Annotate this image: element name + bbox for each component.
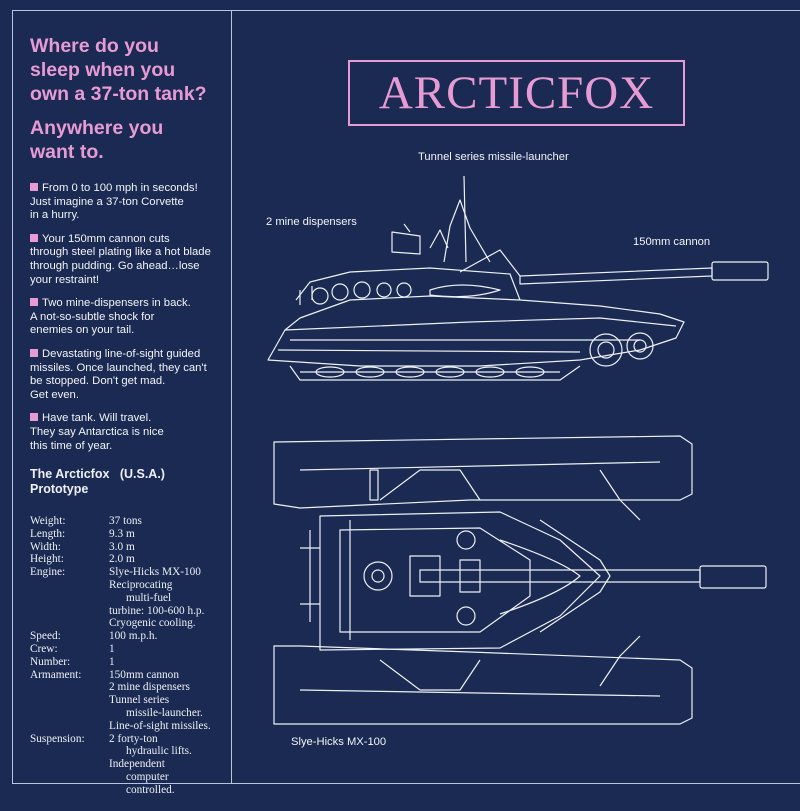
track-wheels (315, 366, 545, 378)
spec-row: Crew: 1 (30, 643, 230, 656)
column-divider (231, 10, 232, 783)
spec-key: Crew: (30, 643, 58, 656)
spec-title: The Arcticfox (U.S.A.) Prototype (30, 467, 230, 497)
feature-line: Devastating line-of-sight guided (42, 347, 201, 360)
spec-value: 100 m.p.h. (109, 630, 158, 643)
feature-line: Your 150mm cannon cuts (42, 232, 170, 245)
callout-missile-launcher: Tunnel series missile-launcher (418, 151, 569, 163)
bullet-square-icon (30, 348, 38, 357)
spec-value: 37 tons (109, 515, 142, 528)
spec-value: controlled. (109, 783, 175, 796)
feature-item: Have tank. Will travel. They say Antarct… (30, 412, 230, 453)
spec-row: Armament: 150mm cannon 2 mine dispensers… (30, 669, 230, 733)
headline-line: Where do you (30, 35, 159, 57)
spec-key: Engine: (30, 566, 66, 579)
feature-line: A not-so-subtle shock for (30, 310, 155, 323)
feature-item: Two mine-dispensers in back. A not-so-su… (30, 297, 230, 338)
feature-line: Have tank. Will travel. (42, 412, 152, 425)
callout-mine-dispensers: 2 mine dispensers (266, 216, 357, 228)
feature-line: missiles. Once launched, they can't (30, 361, 207, 374)
feature-line: in a hurry. (30, 209, 80, 222)
callout-cannon: 150mm cannon (633, 236, 711, 248)
spec-value: Tunnel series (109, 694, 170, 707)
feature-line: through steel plating like a hot blade (30, 246, 211, 259)
spec-value: Line-of-sight missiles. (109, 719, 211, 732)
spec-row: Engine: Slye-Hicks MX-100 Reciprocating … (30, 566, 230, 630)
bullet-square-icon (30, 413, 38, 422)
subheadline: Anywhere you want to. (30, 116, 230, 164)
spec-key: Suspension: (30, 732, 85, 745)
callout-engine: Slye-Hicks MX-100 (291, 736, 387, 748)
feature-line: be stopped. Don't get mad. (30, 375, 166, 388)
spec-value: 2 mine dispensers (109, 681, 190, 694)
spec-key: Number: (30, 655, 71, 668)
spec-value: computer (109, 771, 169, 784)
spec-value: 1 (109, 655, 115, 668)
spec-value: 3.0 m (109, 540, 135, 553)
spec-key: Height: (30, 553, 64, 566)
feature-line: Two mine-dispensers in back. (42, 297, 191, 310)
feature-line: through pudding. Go ahead…lose (30, 259, 200, 272)
spec-key: Speed: (30, 630, 61, 643)
spec-table: Weight:37 tons Length:9.3 m Width:3.0 m … (30, 515, 230, 797)
left-column: Where do you sleep when you own a 37-ton… (30, 34, 230, 797)
spec-value: 2.0 m (109, 553, 135, 566)
spec-key: Armament: (30, 668, 82, 681)
spec-row: Speed: 100 m.p.h. (30, 630, 230, 643)
bullet-square-icon (30, 298, 38, 307)
feature-line: enemies on your tail. (30, 324, 135, 337)
feature-list: From 0 to 100 mph in seconds! Just imagi… (30, 182, 230, 453)
feature-line: From 0 to 100 mph in seconds! (42, 182, 198, 194)
spec-value: hydraulic lifts. (109, 745, 192, 758)
feature-line: Just imagine a 37-ton Corvette (30, 195, 184, 208)
subheadline-line: want to. (30, 141, 104, 163)
spec-key: Weight: (30, 515, 66, 528)
feature-item: Your 150mm cannon cuts through steel pla… (30, 233, 230, 287)
spec-row: Height: 2.0 m (30, 553, 230, 566)
spec-row: Weight: 37 tons (30, 515, 230, 528)
spec-value: Reciprocating (109, 579, 173, 592)
bullet-square-icon (30, 183, 38, 191)
spec-title-line: The Arcticfox (U.S.A.) (30, 467, 165, 482)
spec-row: Width: 3.0 m (30, 541, 230, 554)
spec-row: Length: 9.3 m (30, 528, 230, 541)
spec-value: turbine: 100-600 h.p. (109, 604, 205, 617)
headline: Where do you sleep when you own a 37-ton… (30, 34, 230, 106)
spec-key: Length: (30, 527, 66, 540)
feature-line: this time of year. (30, 439, 113, 452)
spec-value: 150mm cannon (109, 668, 179, 681)
feature-item: From 0 to 100 mph in seconds! Just imagi… (30, 182, 230, 223)
feature-line: your restraint! (30, 273, 100, 286)
spec-value: Cryogenic cooling. (109, 617, 196, 630)
spec-value: missile-launcher. (109, 707, 203, 720)
spec-value: 1 (109, 643, 115, 656)
page-frame (12, 10, 800, 784)
headline-line: own a 37-ton tank? (30, 83, 207, 105)
spec-value: multi-fuel (109, 591, 172, 604)
headline-line: sleep when you (30, 59, 176, 81)
spec-value: Independent (109, 758, 165, 771)
feature-item: Devastating line-of-sight guided missile… (30, 348, 230, 402)
bullet-square-icon (30, 233, 38, 242)
tank-side-view (267, 175, 769, 381)
spec-row: Suspension: 2 forty-ton hydraulic lifts.… (30, 733, 230, 797)
feature-line: Get even. (30, 388, 79, 401)
spec-value: Slye-Hicks MX-100 (109, 566, 201, 579)
spec-value: 9.3 m (109, 527, 135, 540)
subheadline-line: Anywhere you (30, 117, 164, 139)
spec-key: Width: (30, 540, 61, 553)
logo-wordmark: ARCTICFOX (378, 66, 655, 119)
feature-line: They say Antarctica is nice (30, 425, 164, 438)
logo-box: ARCTICFOX (348, 60, 685, 126)
spec-value: 2 forty-ton (109, 732, 158, 745)
spec-title-line: Prototype (30, 482, 89, 497)
spec-row: Number: 1 (30, 656, 230, 669)
tank-top-view (273, 435, 767, 725)
